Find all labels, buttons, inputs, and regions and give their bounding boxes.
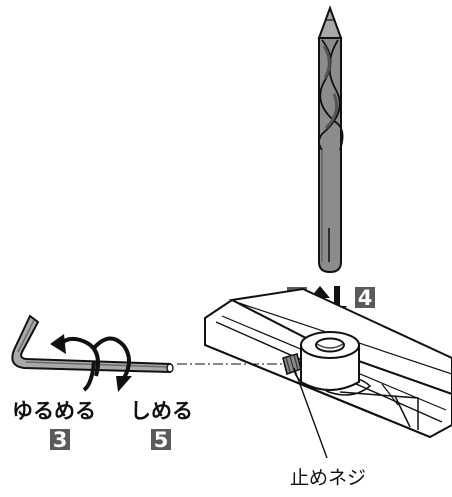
drill-insert-step-badge: 4 <box>355 286 375 310</box>
curved-arrow-cw-icon <box>92 336 132 392</box>
set-screw-leader-line <box>293 367 328 459</box>
chuck-collar <box>300 331 360 391</box>
set-screw <box>282 353 302 376</box>
tighten-label: しめる <box>130 399 193 423</box>
loosen-step-number: 3 <box>53 428 68 452</box>
set-screw-label: 止めネジ <box>290 467 366 489</box>
tighten-step-number: 5 <box>154 428 169 452</box>
loosen-step-badge: 3 <box>50 428 70 452</box>
tighten-step-badge: 5 <box>151 428 171 452</box>
curved-arrow-ccw-icon <box>50 334 100 392</box>
drill-insert-step-number: 4 <box>358 286 373 310</box>
drill-bit <box>317 5 344 274</box>
loosen-label: ゆるめる <box>12 399 96 423</box>
